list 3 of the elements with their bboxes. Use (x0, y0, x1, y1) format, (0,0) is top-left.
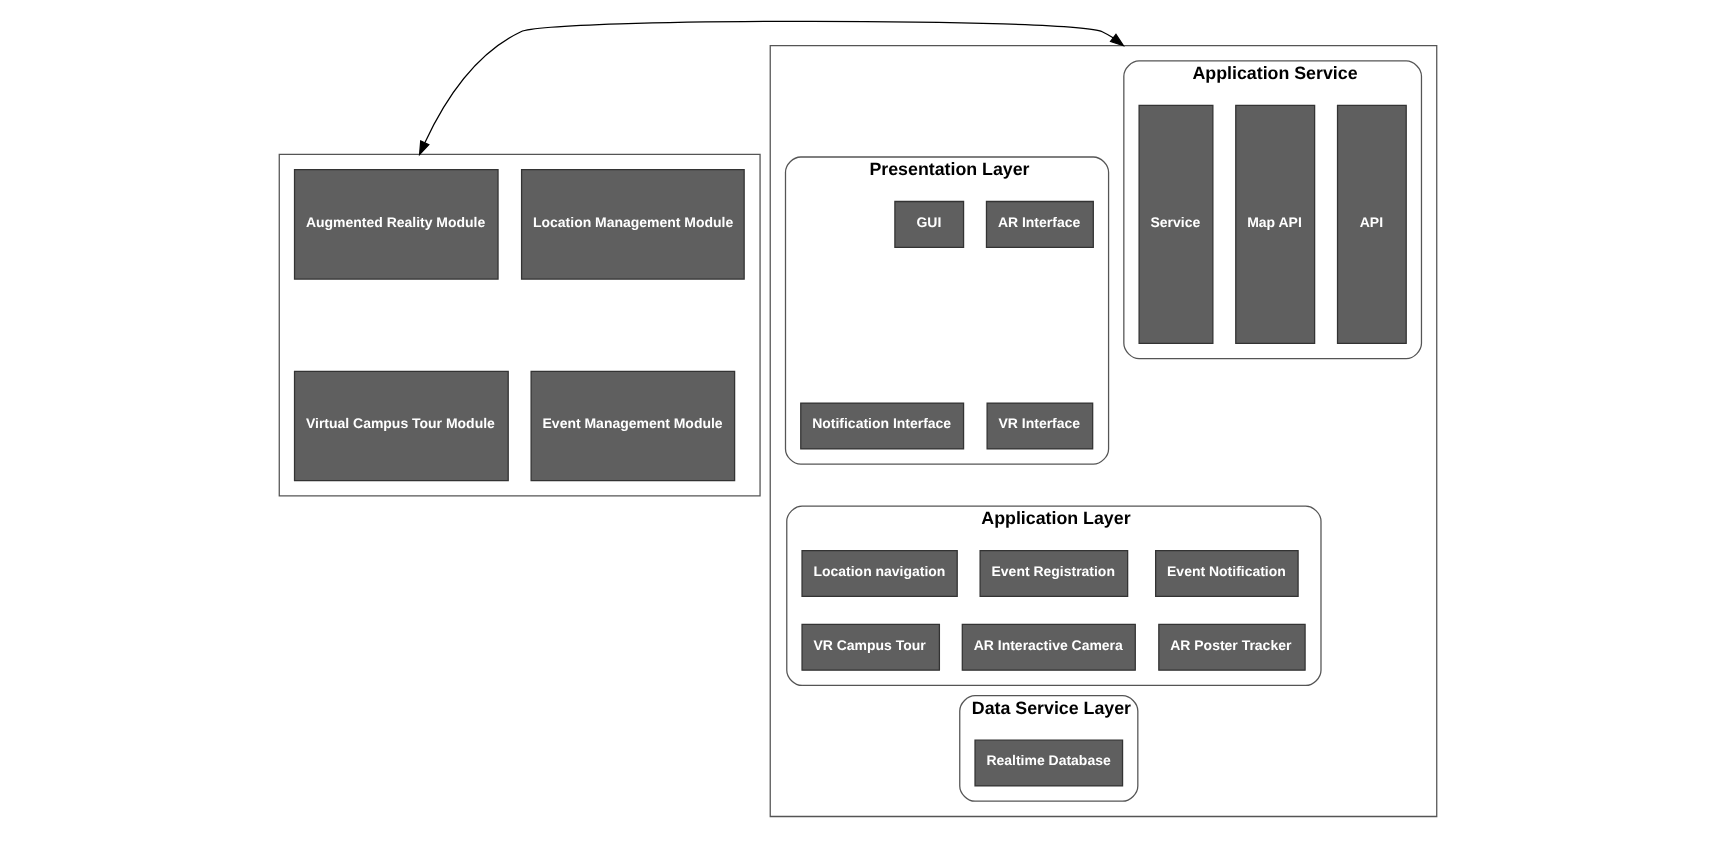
cluster (277, 153, 760, 497)
cluster (768, 45, 1437, 818)
arrow (417, 20, 1124, 157)
